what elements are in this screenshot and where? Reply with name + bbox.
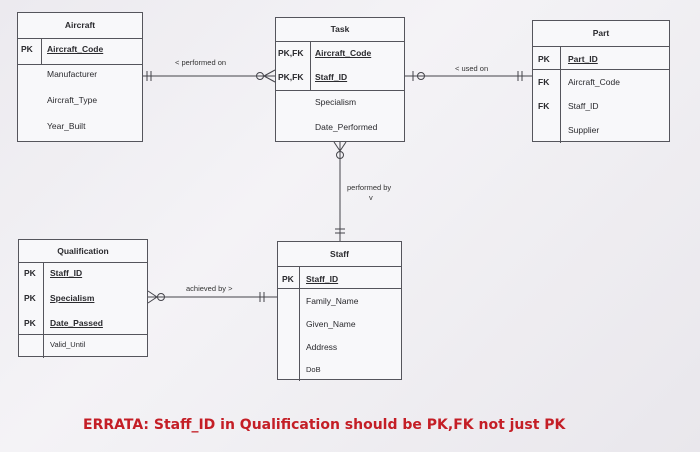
- achieved-by-label: achieved by >: [186, 284, 233, 293]
- performed-on-crow-2: [263, 75, 276, 83]
- staff-attr-family-name: Family_Name: [306, 296, 359, 306]
- part-pk-attribute: Part_ID: [568, 54, 598, 64]
- part-fk-attribute-staff-id: Staff_ID: [568, 101, 599, 111]
- task-key-attribute-aircraft-code: Aircraft_Code: [315, 48, 372, 58]
- qualification-title: Qualification: [19, 240, 147, 263]
- aircraft-key-column: [18, 39, 42, 64]
- aircraft-pk-label: PK: [21, 44, 33, 54]
- qualification-key-column: [19, 263, 44, 358]
- performed-on-label: < performed on: [175, 58, 227, 67]
- task-key-label-1: PK,FK: [278, 48, 304, 58]
- part-fk-label-1: FK: [538, 77, 550, 87]
- qualification-entity[interactable]: Qualification PK Staff_ID PK Specialism …: [18, 239, 148, 358]
- part-fk-attribute-aircraft-code: Aircraft_Code: [568, 77, 620, 87]
- task-key-column: [276, 42, 311, 90]
- task-key-divider: [276, 90, 404, 91]
- performed-by-crow-1: [333, 141, 341, 152]
- staff-pk-attribute: Staff_ID: [306, 274, 339, 284]
- part-key-column: [533, 47, 561, 143]
- part-attr-supplier: Supplier: [568, 125, 600, 135]
- achieved-by-crow-1: [147, 290, 158, 298]
- staff-entity[interactable]: Staff PK Staff_ID Family_Name Given_Name…: [277, 241, 402, 381]
- aircraft-key-divider: [18, 64, 142, 65]
- staff-attr-given-name: Given_Name: [306, 319, 356, 329]
- used-on-zero-mark: [417, 72, 425, 80]
- task-attr-date-performed: Date_Performed: [315, 122, 378, 132]
- qualification-key-divider: [19, 334, 147, 335]
- qualification-attr-valid-until: Valid_Until: [50, 340, 86, 349]
- performed-by-crow-2: [339, 141, 347, 152]
- staff-key-divider: [278, 288, 401, 289]
- qualification-key-label-2: PK: [24, 293, 36, 303]
- achieved-by-crow-2: [147, 296, 158, 304]
- errata-note: ERRATA: Staff_ID in Qualification should…: [83, 417, 566, 433]
- staff-pk-label: PK: [282, 274, 294, 284]
- qualification-key-attribute-staff-id: Staff_ID: [50, 268, 83, 278]
- used-on-label: < used on: [455, 64, 489, 73]
- task-key-attribute-staff-id: Staff_ID: [315, 72, 348, 82]
- part-fk-label-2: FK: [538, 101, 550, 111]
- task-title: Task: [276, 18, 404, 42]
- qualification-key-attribute-date-passed: Date_Passed: [50, 318, 103, 328]
- task-entity[interactable]: Task PK,FK Aircraft_Code PK,FK Staff_ID …: [275, 17, 405, 142]
- aircraft-pk-attribute: Aircraft_Code: [47, 44, 104, 54]
- part-entity[interactable]: Part PK Part_ID FK Aircraft_Code FK Staf…: [532, 20, 670, 143]
- task-attr-specialism: Specialism: [315, 97, 357, 107]
- staff-key-column: [278, 267, 300, 381]
- performed-on-crow-1: [263, 69, 276, 77]
- task-key-label-2: PK,FK: [278, 72, 304, 82]
- qualification-key-label-3: PK: [24, 318, 36, 328]
- performed-by-zero-mark: [336, 151, 344, 159]
- aircraft-attr-manufacturer: Manufacturer: [47, 69, 98, 79]
- aircraft-attr-type: Aircraft_Type: [47, 95, 98, 105]
- performed-by-arrow: v: [369, 193, 373, 202]
- aircraft-attr-year-built: Year_Built: [47, 121, 86, 131]
- part-key-divider: [533, 69, 669, 70]
- aircraft-title: Aircraft: [18, 13, 142, 39]
- part-title: Part: [533, 21, 669, 47]
- staff-attr-address: Address: [306, 342, 338, 352]
- performed-on-zero-mark: [256, 72, 264, 80]
- aircraft-entity[interactable]: Aircraft PK Aircraft_Code Manufacturer A…: [17, 12, 143, 142]
- achieved-by-zero-mark: [157, 293, 165, 301]
- staff-title: Staff: [278, 242, 401, 267]
- performed-by-label: performed by: [347, 183, 392, 192]
- qualification-key-label-1: PK: [24, 268, 36, 278]
- qualification-key-attribute-specialism: Specialism: [50, 293, 95, 303]
- part-pk-label: PK: [538, 54, 550, 64]
- staff-attr-dob: DoB: [306, 365, 321, 374]
